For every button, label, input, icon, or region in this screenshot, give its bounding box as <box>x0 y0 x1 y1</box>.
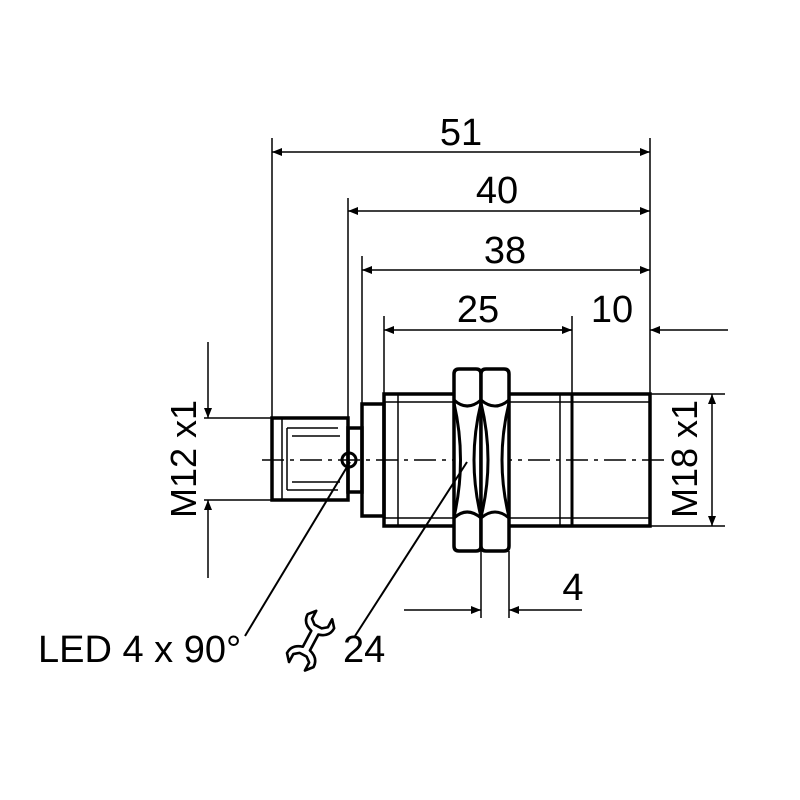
wrench-leader <box>354 461 468 637</box>
connector-m12 <box>270 416 350 502</box>
label-38: 38 <box>484 230 526 272</box>
label-51: 51 <box>440 112 482 154</box>
label-m18: M18 x1 <box>664 400 705 518</box>
label-10: 10 <box>591 289 633 331</box>
extension-lines <box>204 138 725 618</box>
nut-right <box>479 367 511 553</box>
label-wrench-size: 24 <box>343 629 385 671</box>
dimension-lines <box>204 148 728 614</box>
led-leader <box>244 461 351 637</box>
label-4: 4 <box>562 567 583 609</box>
label-m12: M12 x1 <box>163 400 204 518</box>
lock-nuts <box>452 367 511 553</box>
nut-left <box>452 367 483 553</box>
wrench-icon <box>285 609 336 672</box>
label-led: LED 4 x 90° <box>38 629 241 671</box>
label-25: 25 <box>457 289 499 331</box>
leader-lines <box>244 461 468 637</box>
dimension-labels: 51 40 38 25 10 4 M12 x1 M18 x1 LED 4 x 9… <box>38 112 705 671</box>
label-40: 40 <box>476 170 518 212</box>
nut-facets <box>452 398 511 520</box>
